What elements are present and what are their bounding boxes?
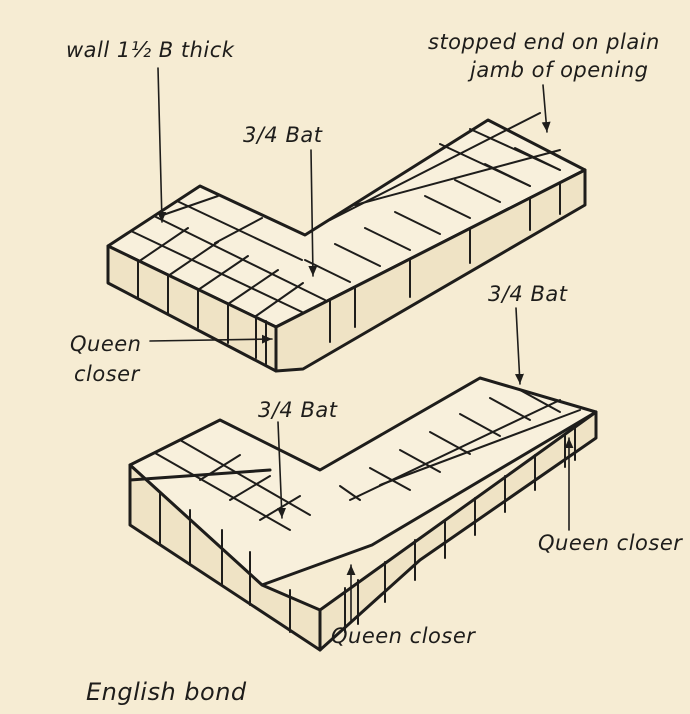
three-quarter-bat-top-label: 3/4 Bat bbox=[243, 123, 323, 147]
figure-caption: English bond bbox=[86, 678, 247, 706]
queen-closer-top-arrow bbox=[149, 334, 273, 344]
queen-closer-right-label: Queen closer bbox=[538, 531, 683, 555]
bat-top-arrow bbox=[308, 149, 318, 277]
stopped-end-label-line2: jamb of opening bbox=[470, 58, 649, 82]
queen-closer-top-label-line2: closer bbox=[74, 362, 140, 386]
lower-brick-course bbox=[128, 376, 598, 652]
bat-lower-arrow bbox=[277, 421, 287, 519]
wall-thickness-arrow bbox=[157, 67, 167, 223]
three-quarter-bat-right-label: 3/4 Bat bbox=[488, 282, 568, 306]
stopped-end-label-line1: stopped end on plain bbox=[428, 30, 660, 54]
wall-thickness-label: wall 1½ B thick bbox=[66, 38, 235, 62]
queen-closer-bottom-label: Queen closer bbox=[331, 624, 476, 648]
queen-closer-top-label-line1: Queen bbox=[70, 332, 142, 356]
bat-right-arrow bbox=[514, 307, 524, 385]
stopped-end-arrow bbox=[541, 84, 551, 133]
leader-arrows bbox=[149, 67, 574, 623]
three-quarter-bat-lower-label: 3/4 Bat bbox=[258, 398, 338, 422]
upper-brick-course bbox=[106, 112, 587, 373]
